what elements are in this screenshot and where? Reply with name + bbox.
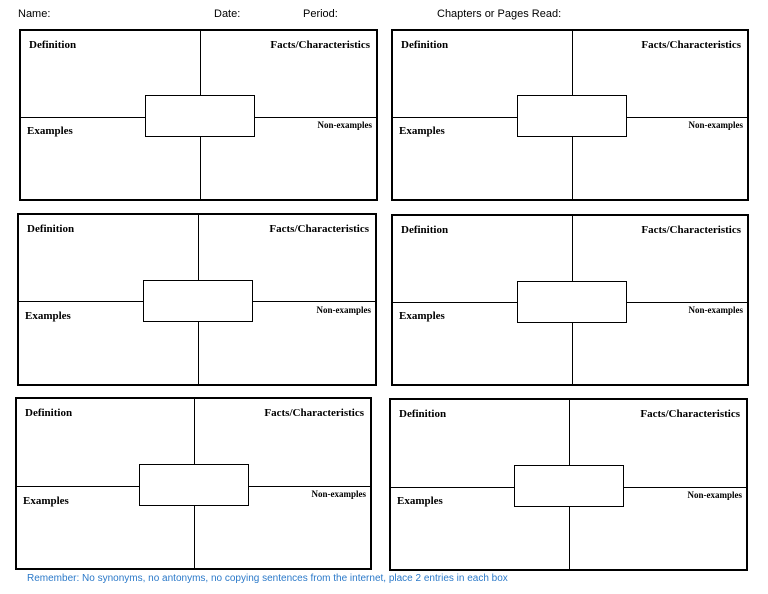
definition-label: Definition [399,408,447,420]
definition-label: Definition [29,39,77,51]
examples-label: Examples [399,310,445,322]
examples-label: Examples [25,310,71,322]
examples-label: Examples [27,125,73,137]
frayer-model-1: Definition Facts/Characteristics Example… [19,29,378,201]
horizontal-divider-right [253,301,375,302]
frayer-model-4: Definition Facts/Characteristics Example… [391,214,749,386]
frayer-model-2: Definition Facts/Characteristics Example… [391,29,749,201]
examples-label: Examples [23,495,69,507]
center-term-box[interactable] [143,280,253,322]
horizontal-divider-left [393,117,517,118]
non-examples-label: Non-examples [688,120,744,130]
definition-label: Definition [25,407,73,419]
horizontal-divider-right [624,487,746,488]
horizontal-divider-right [249,486,370,487]
examples-label: Examples [397,495,443,507]
chapters-label: Chapters or Pages Read: [437,8,562,20]
period-label: Period: [303,8,338,20]
non-examples-label: Non-examples [688,305,744,315]
horizontal-divider-left [19,301,143,302]
horizontal-divider-left [17,486,139,487]
horizontal-divider-right [627,117,747,118]
definition-label: Definition [401,224,449,236]
non-examples-label: Non-examples [316,305,372,315]
facts-label: Facts/Characteristics [270,39,370,51]
horizontal-divider-left [391,487,514,488]
horizontal-divider-right [627,302,747,303]
non-examples-label: Non-examples [311,489,367,499]
center-term-box[interactable] [139,464,249,506]
name-label: Name: [18,8,51,20]
non-examples-label: Non-examples [687,490,743,500]
horizontal-divider-left [393,302,517,303]
facts-label: Facts/Characteristics [269,223,369,235]
center-term-box[interactable] [514,465,624,507]
frayer-model-6: Definition Facts/Characteristics Example… [389,398,748,571]
definition-label: Definition [27,223,75,235]
frayer-model-3: Definition Facts/Characteristics Example… [17,213,377,386]
center-term-box[interactable] [517,281,627,323]
reminder-note: Remember: No synonyms, no antonyms, no c… [27,573,508,584]
examples-label: Examples [399,125,445,137]
frayer-model-5: Definition Facts/Characteristics Example… [15,397,372,570]
center-term-box[interactable] [517,95,627,137]
facts-label: Facts/Characteristics [640,408,740,420]
facts-label: Facts/Characteristics [264,407,364,419]
non-examples-label: Non-examples [317,120,373,130]
horizontal-divider-left [21,117,145,118]
horizontal-divider-right [255,117,376,118]
facts-label: Facts/Characteristics [641,224,741,236]
facts-label: Facts/Characteristics [641,39,741,51]
center-term-box[interactable] [145,95,255,137]
definition-label: Definition [401,39,449,51]
date-label: Date: [214,8,241,20]
